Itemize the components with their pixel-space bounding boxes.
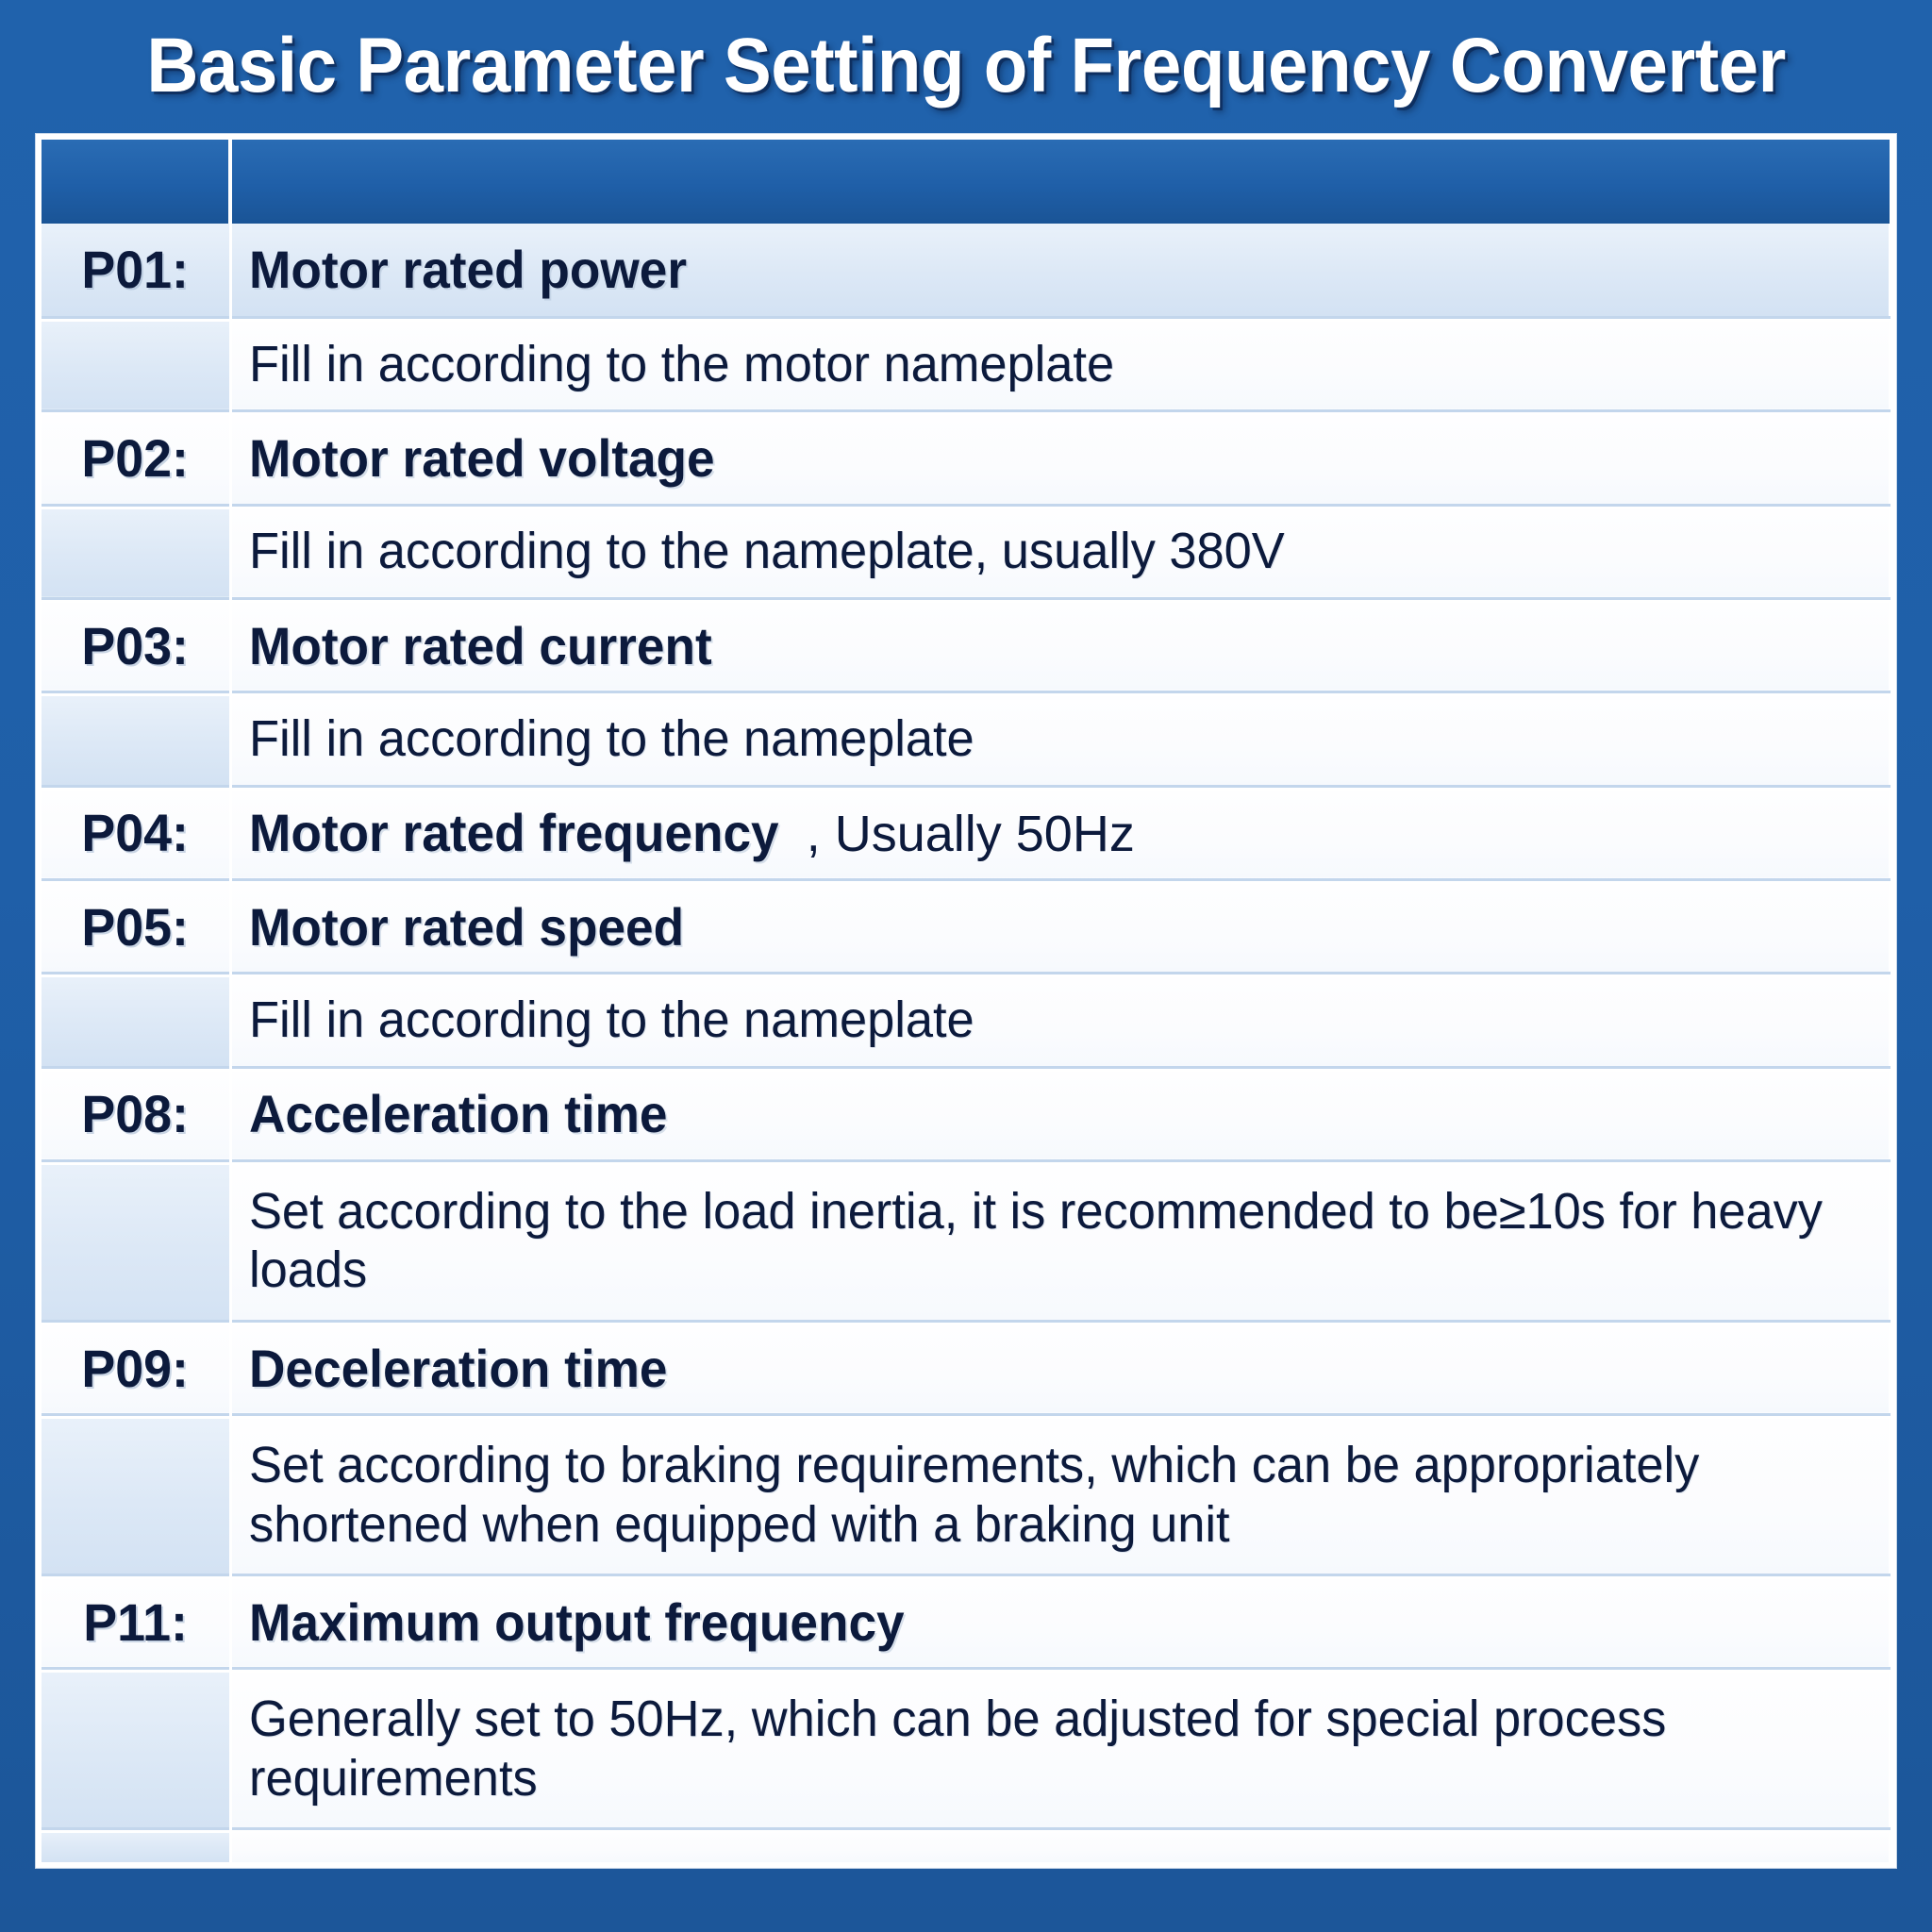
param-description-cell: Fill in according to the nameplate (230, 691, 1890, 787)
param-key-cell: P09: (42, 1319, 232, 1415)
header-cell-key (42, 140, 232, 225)
param-value-cell: Motor rated power (230, 224, 1890, 318)
table-row[interactable]: P01: Motor rated power (42, 224, 1890, 318)
table-row[interactable]: Fill in according to the nameplate (42, 691, 1890, 787)
param-value-cell: Motor rated speed (230, 878, 1890, 974)
param-description-cell: Fill in according to the motor nameplate (230, 315, 1890, 411)
param-name-label: Motor rated power (248, 240, 687, 300)
param-description-cell: Fill in according to the nameplate, usua… (230, 503, 1890, 599)
param-description-label: Fill in according to the nameplate (248, 991, 974, 1049)
page-title: Basic Parameter Setting of Frequency Con… (146, 23, 1786, 108)
param-name-label: Motor rated speed (248, 896, 684, 957)
parameter-table-frame: P01: Motor rated power Fill in according… (36, 134, 1896, 1868)
param-key-cell: P01: (42, 224, 232, 318)
table-row[interactable]: Set according to braking requirements, w… (42, 1413, 1890, 1575)
table-row[interactable]: P04: Motor rated frequency , Usually 50Hz (42, 784, 1890, 880)
param-key-label: P04: (81, 803, 190, 863)
param-name-label: Motor rated frequency (248, 803, 779, 863)
table-row[interactable]: P05: Motor rated speed (42, 878, 1890, 974)
param-key-label: P03: (81, 615, 190, 675)
param-key-cell (42, 1159, 232, 1322)
param-key-cell: P04: (42, 784, 232, 880)
title-bar: Basic Parameter Setting of Frequency Con… (0, 0, 1932, 132)
param-description-cell: Fill in according to the nameplate (230, 972, 1890, 1068)
param-key-label: P09: (81, 1338, 190, 1398)
header-cell-value (230, 140, 1890, 225)
table-row[interactable]: Set according to the load inertia, it is… (42, 1159, 1890, 1322)
table-row[interactable]: Fill in according to the nameplate (42, 972, 1890, 1068)
param-key-cell: P03: (42, 596, 232, 692)
param-description-label: Fill in according to the motor nameplate (248, 335, 1114, 392)
param-value-cell: Motor rated frequency , Usually 50Hz (230, 784, 1890, 880)
param-description-cell (230, 1827, 1890, 1862)
param-key-cell: P08: (42, 1065, 232, 1161)
table-row-tail (42, 1827, 1890, 1862)
param-key-cell: P11: (42, 1573, 232, 1669)
param-key-cell (42, 1667, 232, 1829)
param-suffix-label: , Usually 50Hz (806, 806, 1135, 863)
param-value-cell: Deceleration time (230, 1319, 1890, 1415)
param-name-label: Acceleration time (248, 1084, 668, 1144)
param-key-label: P05: (81, 896, 190, 957)
param-key-cell: P05: (42, 878, 232, 974)
param-description-label: Generally set to 50Hz, which can be adju… (248, 1690, 1666, 1807)
table-row[interactable]: P09: Deceleration time (42, 1319, 1890, 1415)
param-value-cell: Maximum output frequency (230, 1573, 1890, 1669)
param-key-label: P01: (81, 240, 190, 300)
table-row[interactable]: Fill in according to the motor nameplate (42, 315, 1890, 411)
param-key-cell: P02: (42, 409, 232, 506)
table-row[interactable]: P02: Motor rated voltage (42, 409, 1890, 506)
param-value-cell: Motor rated voltage (230, 409, 1890, 506)
param-description-cell: Set according to the load inertia, it is… (230, 1159, 1890, 1322)
parameter-table-body: P01: Motor rated power Fill in according… (42, 140, 1890, 1862)
param-name-label: Motor rated current (248, 615, 712, 675)
table-row[interactable]: P11: Maximum output frequency (42, 1573, 1890, 1669)
param-key-cell (42, 315, 232, 411)
param-key-cell (42, 972, 232, 1068)
param-key-cell (42, 1413, 232, 1575)
table-row[interactable]: P03: Motor rated current (42, 596, 1890, 692)
param-value-cell: Motor rated current (230, 596, 1890, 692)
param-key-label: P11: (82, 1591, 188, 1652)
param-name-label: Deceleration time (248, 1338, 668, 1398)
param-description-label: Set according to the load inertia, it is… (248, 1182, 1823, 1299)
param-key-label: P08: (81, 1084, 190, 1144)
table-header-row (42, 140, 1890, 225)
param-description-cell: Generally set to 50Hz, which can be adju… (230, 1667, 1890, 1829)
table-row[interactable]: P08: Acceleration time (42, 1065, 1890, 1161)
table-row[interactable]: Fill in according to the nameplate, usua… (42, 503, 1890, 599)
param-description-label: Set according to braking requirements, w… (248, 1436, 1699, 1553)
table-row[interactable]: Generally set to 50Hz, which can be adju… (42, 1667, 1890, 1829)
param-key-cell (42, 691, 232, 787)
param-key-cell (42, 503, 232, 599)
param-description-cell: Set according to braking requirements, w… (230, 1413, 1890, 1575)
param-key-cell (42, 1827, 232, 1862)
param-description-label: Fill in according to the nameplate, usua… (248, 523, 1285, 580)
parameter-table: P01: Motor rated power Fill in according… (42, 140, 1890, 1862)
param-name-label: Maximum output frequency (248, 1591, 905, 1652)
param-description-label: Fill in according to the nameplate (248, 710, 974, 768)
param-value-cell: Acceleration time (230, 1065, 1890, 1161)
param-key-label: P02: (81, 427, 190, 488)
param-name-label: Motor rated voltage (248, 427, 715, 488)
